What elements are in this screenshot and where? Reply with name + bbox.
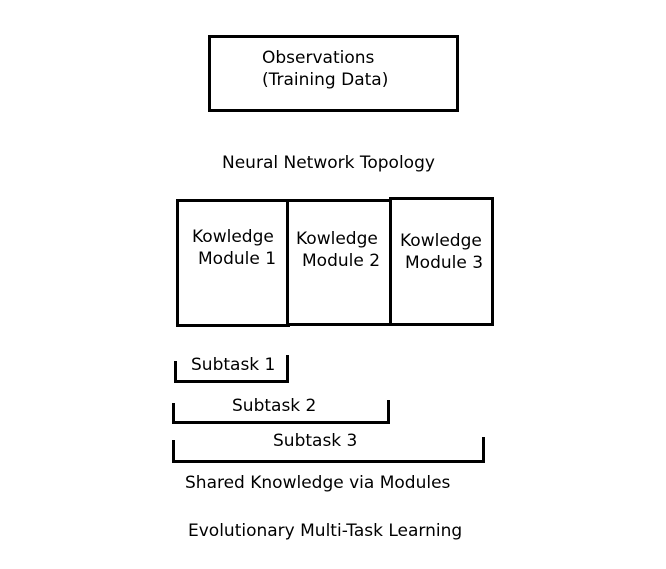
module-3-label: Kowledge [400, 231, 482, 251]
module-2-label: Kowledge [296, 229, 378, 249]
knowledge-module-1 [176, 199, 290, 327]
subtask-3-label: Subtask 3 [273, 431, 358, 451]
module-1-sublabel: Module 1 [198, 249, 277, 269]
shared-knowledge-label: Shared Knowledge via Modules [185, 473, 451, 493]
observations-label: Observations [262, 48, 375, 68]
observations-sublabel: (Training Data) [262, 70, 389, 90]
module-3-sublabel: Module 3 [405, 253, 484, 273]
topology-label: Neural Network Topology [222, 153, 435, 173]
subtask-2-label: Subtask 2 [232, 396, 317, 416]
module-2-sublabel: Module 2 [302, 251, 381, 271]
knowledge-module-3 [389, 197, 494, 326]
module-1-label: Kowledge [192, 227, 274, 247]
knowledge-module-2 [286, 199, 393, 326]
diagram-caption: Evolutionary Multi-Task Learning [188, 521, 463, 541]
observations-box [208, 35, 459, 112]
subtask-1-label: Subtask 1 [191, 355, 276, 375]
